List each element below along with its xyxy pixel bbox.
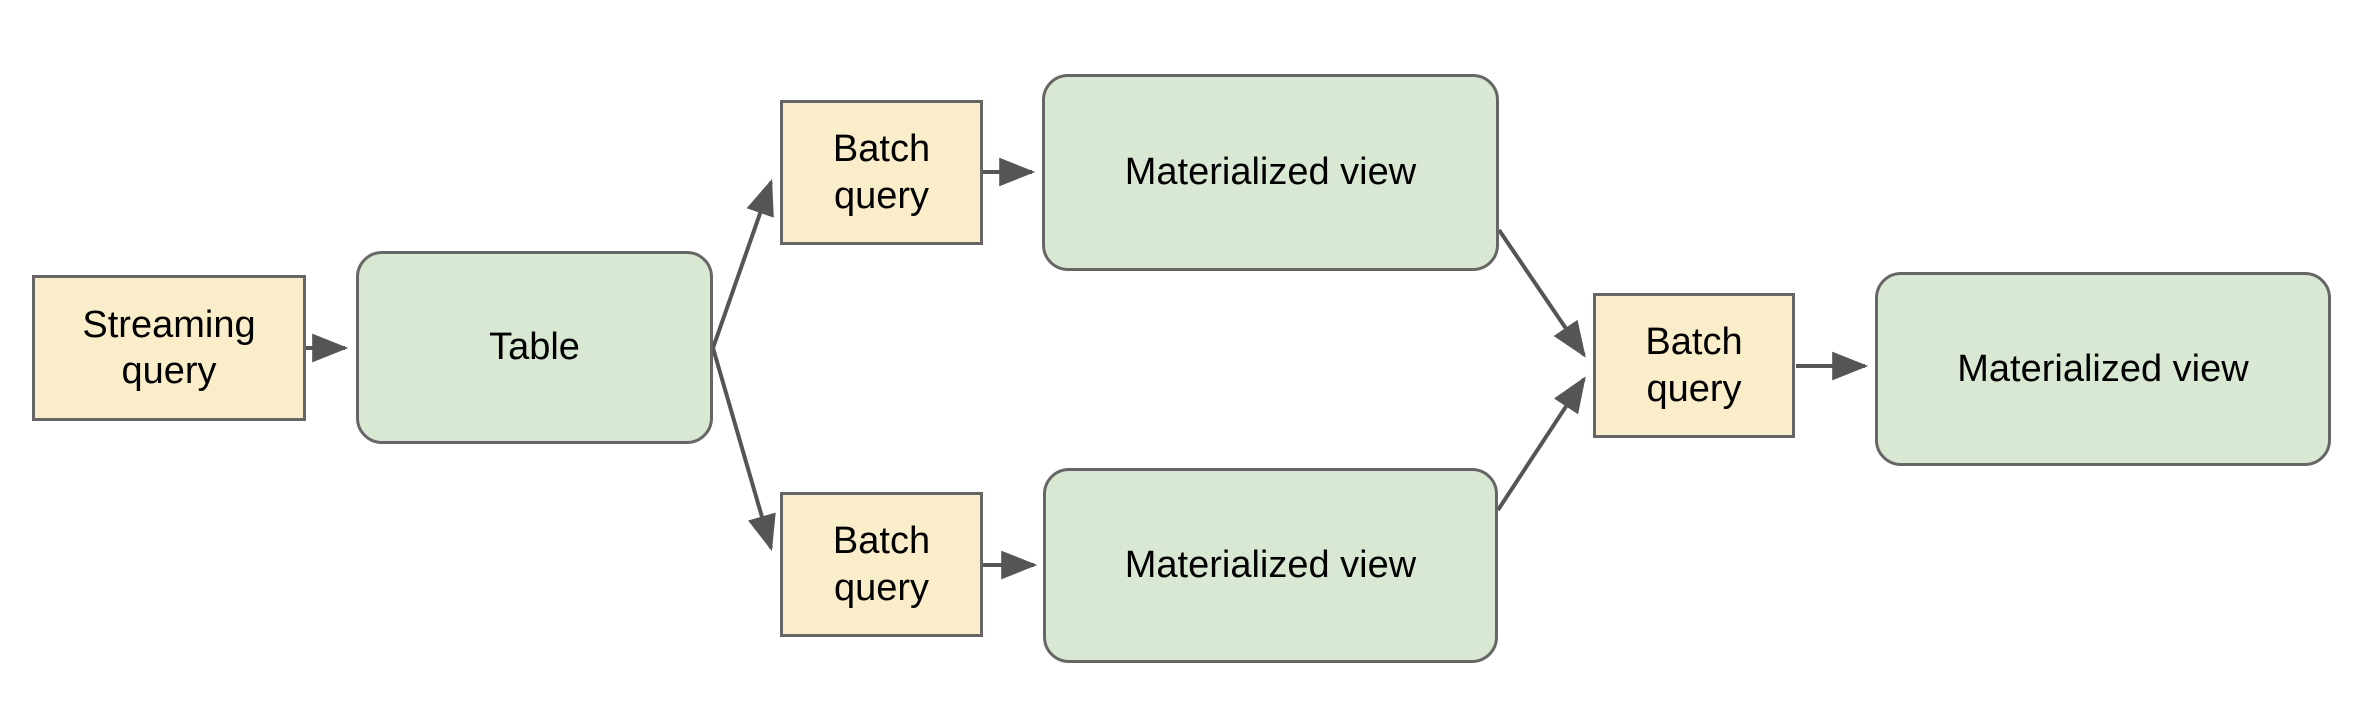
node-batch-query-top-label: Batch query xyxy=(832,128,931,217)
edge-table-to-batch-query-top xyxy=(711,178,774,349)
node-batch-query-join-label: Batch query xyxy=(1645,321,1743,410)
node-materialized-view-top[interactable]: Materialized view xyxy=(1042,74,1499,271)
node-table-label: Table xyxy=(489,326,580,369)
node-streaming-query[interactable]: Streaming query xyxy=(32,275,306,421)
node-materialized-view-bottom[interactable]: Materialized view xyxy=(1043,468,1498,663)
edge-materialized-view-top-to-batch-query-join xyxy=(1497,228,1586,358)
node-batch-query-top[interactable]: Batch query xyxy=(780,100,983,245)
node-materialized-view-top-label: Materialized view xyxy=(1124,151,1417,194)
node-materialized-view-final-label: Materialized view xyxy=(1957,347,2249,390)
node-batch-query-join[interactable]: Batch query xyxy=(1593,293,1795,438)
node-table[interactable]: Table xyxy=(356,251,713,444)
node-streaming-query-label: Streaming query xyxy=(82,303,256,392)
node-materialized-view-bottom-label: Materialized view xyxy=(1124,544,1417,587)
node-batch-query-bottom[interactable]: Batch query xyxy=(780,492,983,637)
node-materialized-view-final[interactable]: Materialized view xyxy=(1875,272,2331,466)
node-batch-query-bottom-label: Batch query xyxy=(832,520,931,609)
edge-materialized-view-bottom-to-batch-query-join xyxy=(1496,376,1586,512)
edge-table-to-batch-query-bottom xyxy=(711,347,776,552)
